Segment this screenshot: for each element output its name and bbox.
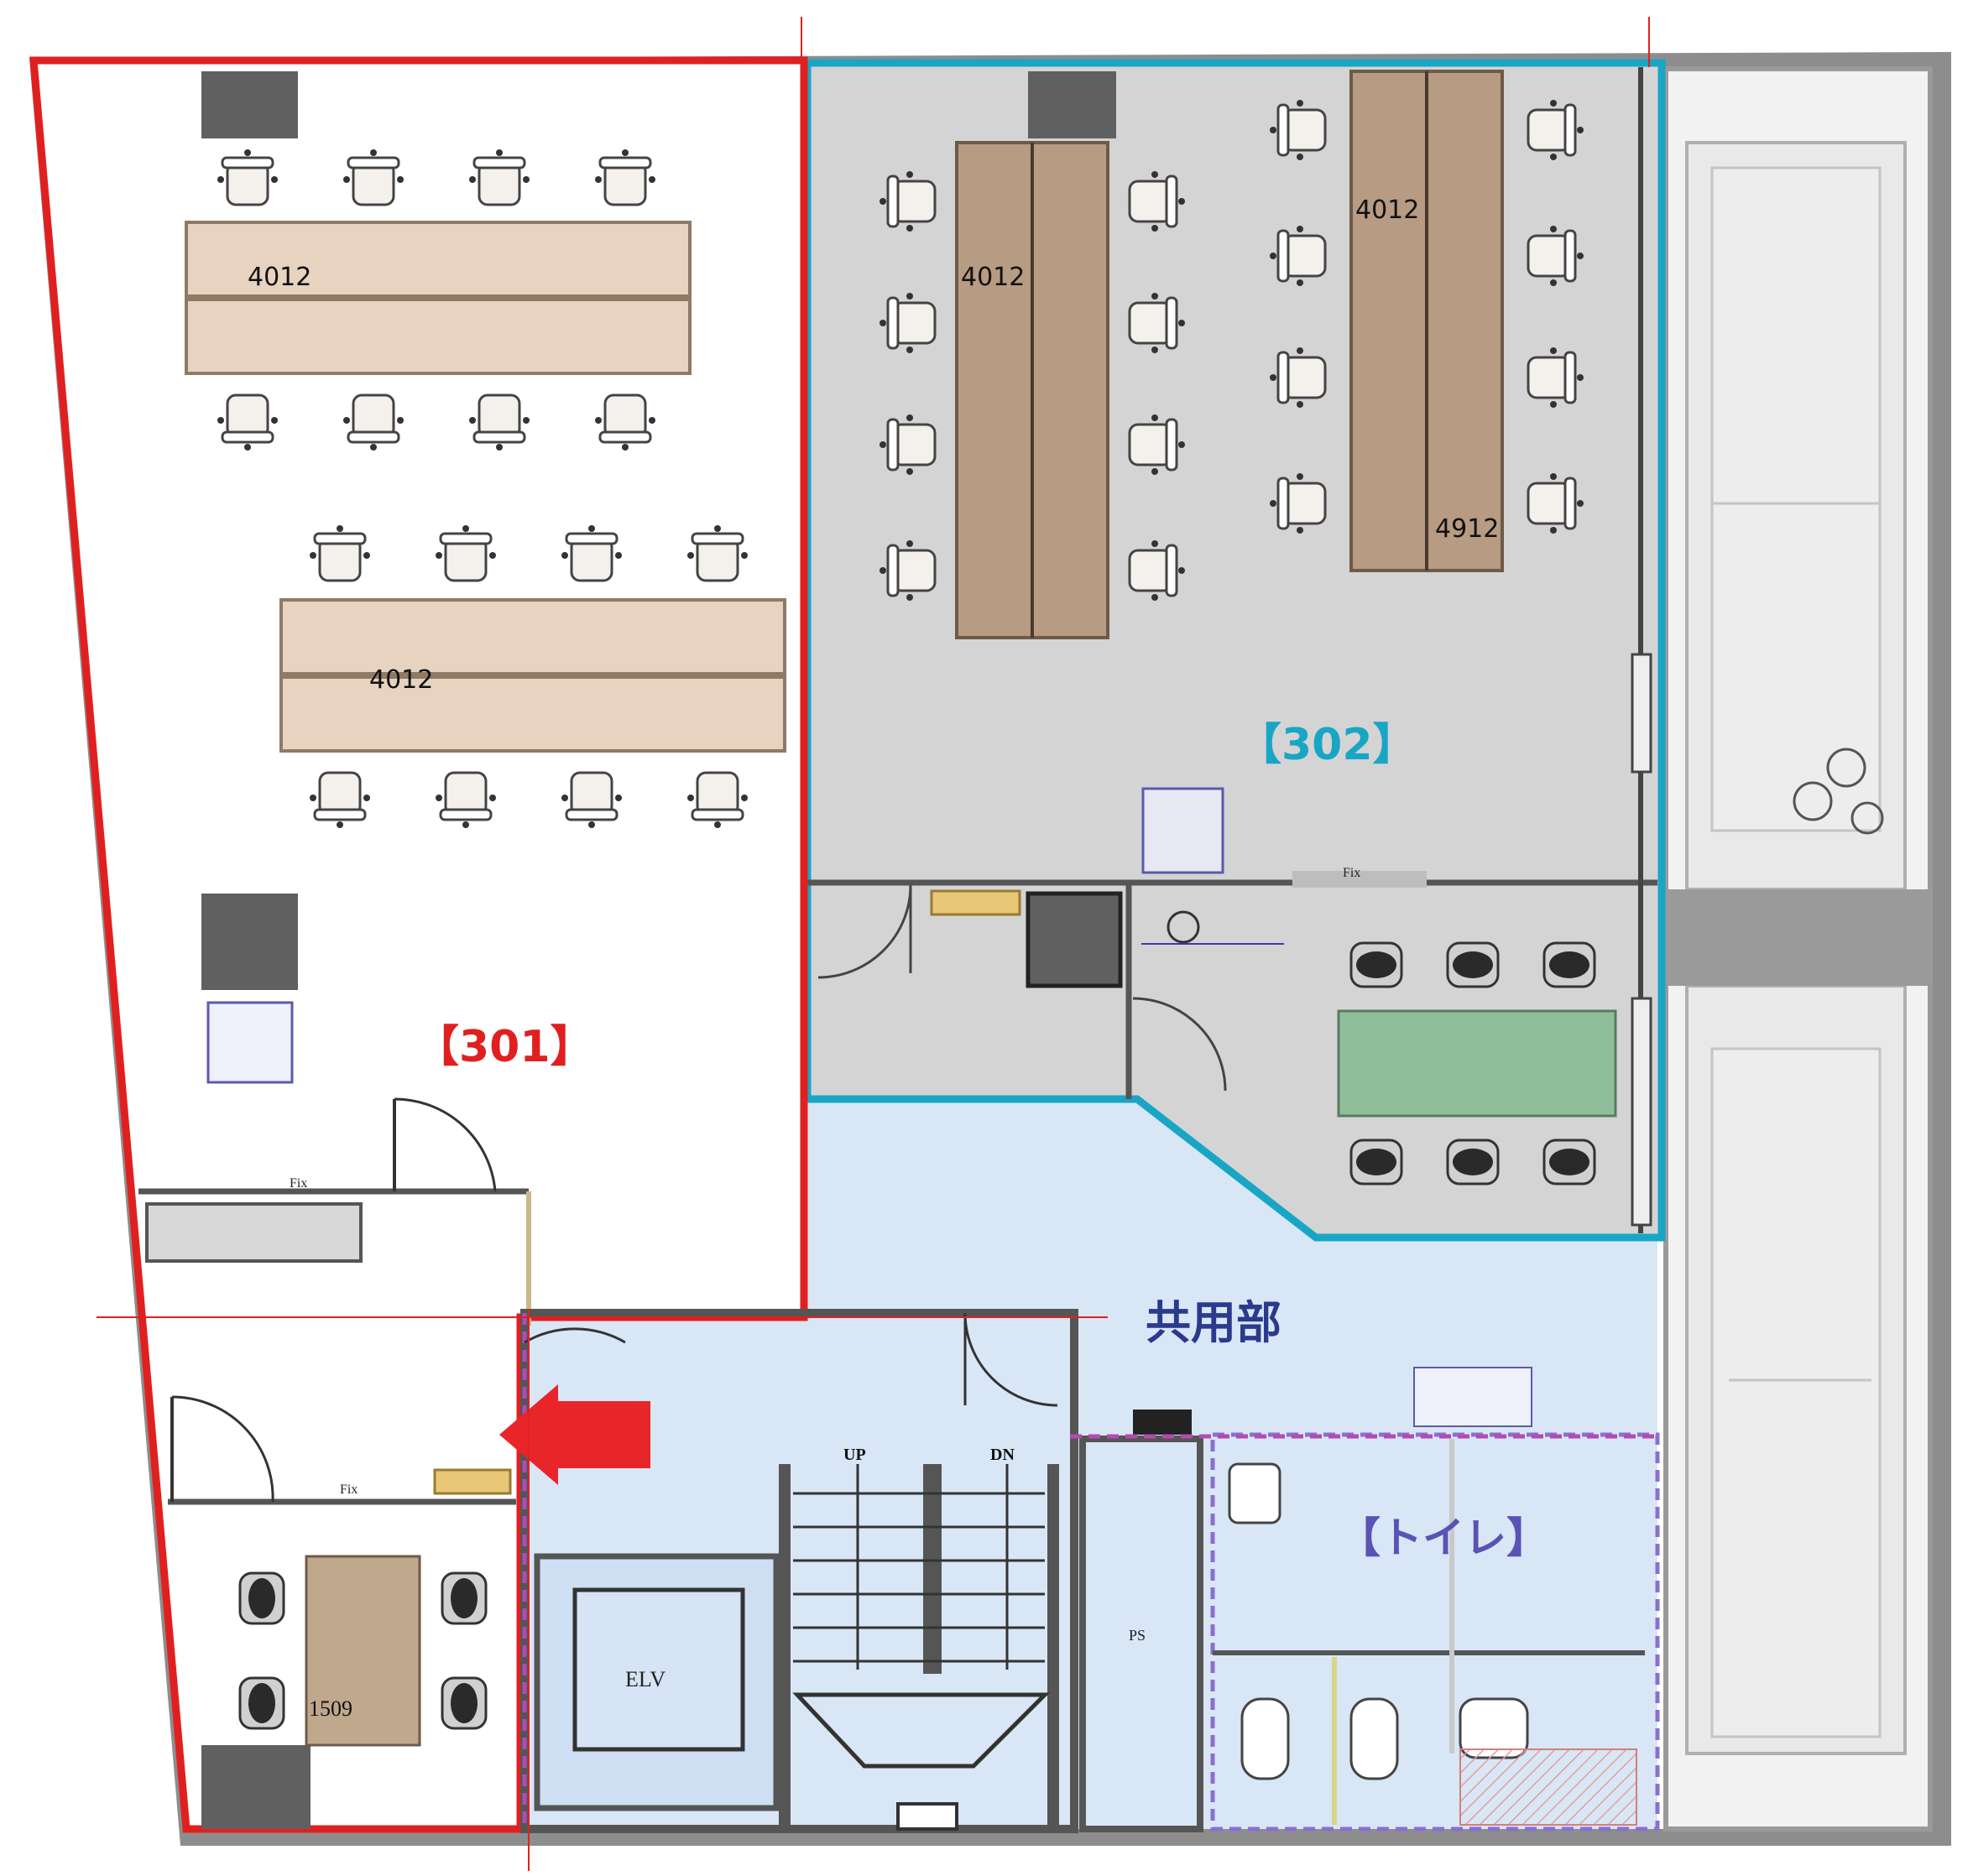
ps-label: PS — [1129, 1627, 1146, 1644]
fix-label: Fix — [290, 1176, 307, 1191]
table-label: 1509 — [309, 1696, 352, 1721]
unit-302 — [803, 59, 1666, 1242]
desk-label: 4012 — [961, 263, 1025, 292]
fix-label: Fix — [340, 1483, 358, 1497]
stair-dn-label: DN — [990, 1446, 1015, 1464]
entrance-arrow — [499, 1384, 650, 1485]
small-table — [305, 1555, 421, 1747]
stair-up-label: UP — [843, 1446, 866, 1464]
desk-label: 4012 — [1355, 195, 1419, 225]
room-label-toilet: 【トイレ】 — [1339, 1514, 1548, 1562]
desk-label: 4012 — [248, 263, 311, 292]
desk-label: 4912 — [1435, 514, 1499, 544]
balcony — [1663, 66, 1933, 1832]
room-label-common: 共用部 — [1146, 1296, 1281, 1349]
room-label-301: 【301】 — [415, 1022, 594, 1072]
meeting-table — [1337, 1009, 1617, 1118]
desk-label: 4012 — [369, 665, 433, 695]
elevator-label: ELV — [625, 1667, 665, 1691]
room-label-302: 【302】 — [1238, 720, 1417, 770]
building-core — [520, 1309, 1660, 1833]
fix-label: Fix — [1343, 866, 1360, 880]
